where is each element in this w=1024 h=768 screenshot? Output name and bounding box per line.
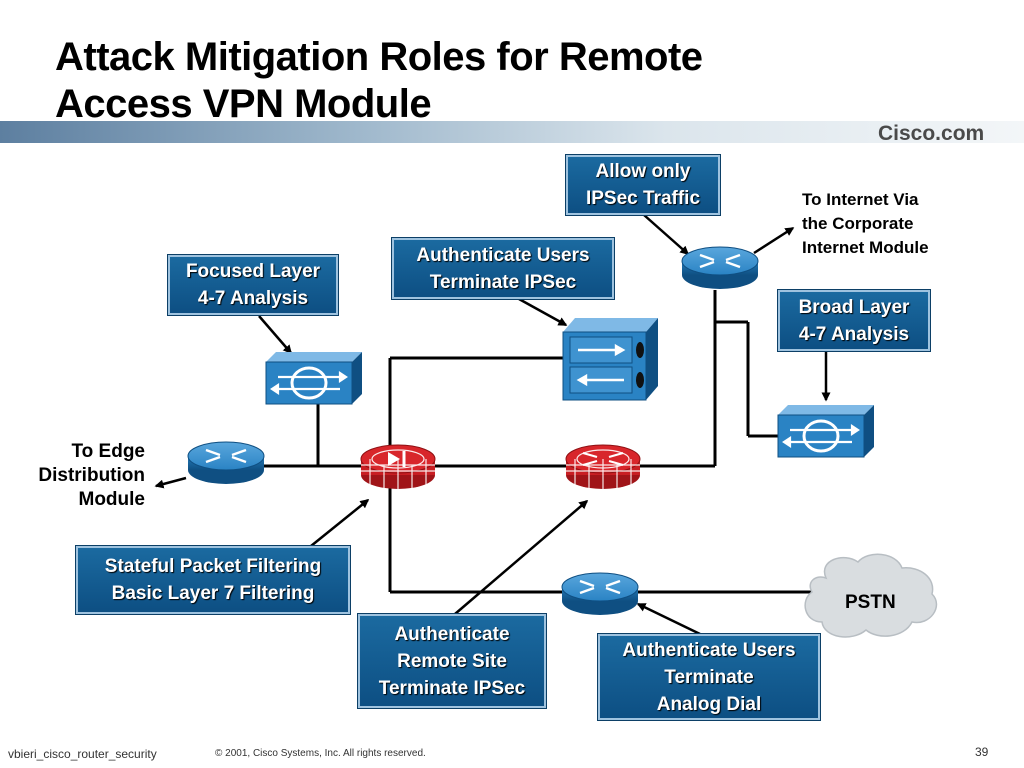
edge-router-icon: [186, 440, 266, 486]
focused-ids-line-2: 4-7 Analysis: [197, 288, 309, 309]
focused-ids-line-1: Focused Layer: [185, 261, 321, 282]
title-line-1: Attack Mitigation Roles for Remote: [55, 35, 703, 79]
broad-ids-line-2: 4-7 Analysis: [798, 323, 910, 345]
pstn-label: PSTN: [845, 592, 896, 613]
stateful-line-2: Basic Layer 7 Filtering: [111, 583, 315, 604]
auth-dial-line-1: Authenticate Users: [622, 639, 796, 661]
auth-remote-line-3: Terminate IPSec: [378, 677, 526, 699]
auth-vpn-label: Authenticate Users Terminate IPSec: [391, 237, 615, 300]
to-edge-line-3: Module: [78, 489, 146, 510]
cisco-logo: Cisco.com: [878, 122, 985, 145]
footer-copyright: © 2001, Cisco Systems, Inc. All rights r…: [215, 748, 426, 759]
stateful-filtering-label: Stateful Packet Filtering Basic Layer 7 …: [75, 545, 351, 615]
page-number: 39: [975, 745, 989, 759]
to-internet-line-3: Internet Module: [802, 238, 929, 257]
auth-vpn-line-1: Authenticate Users: [416, 244, 590, 266]
page-title: Attack Mitigation Roles for Remote Acces…: [55, 34, 703, 128]
to-edge-line-1: To Edge: [71, 441, 145, 462]
broad-ids-sensor-icon: [776, 403, 876, 459]
auth-remote-line-1: Authenticate: [394, 623, 510, 645]
auth-dial-label: Authenticate Users Terminate Analog Dial: [597, 633, 821, 721]
stateful-line-1: Stateful Packet Filtering: [104, 556, 322, 577]
footer-left: vbieri_cisco_router_security: [8, 747, 157, 761]
internet-router-icon: [680, 245, 760, 291]
dial-router-icon: [560, 571, 640, 617]
firewall-router-icon: [565, 444, 641, 490]
broad-ids-label: Broad Layer 4-7 Analysis: [777, 289, 931, 352]
auth-vpn-line-2: Terminate IPSec: [429, 271, 577, 293]
broad-ids-line-1: Broad Layer: [798, 296, 910, 318]
allow-ipsec-label: Allow only IPSec Traffic: [565, 154, 721, 216]
to-internet-line-1: To Internet Via: [802, 190, 919, 209]
title-band: [0, 121, 1024, 143]
to-edge-line-2: Distribution: [38, 465, 145, 486]
annotation-arrows: [154, 214, 831, 636]
pstn-cloud-icon: [804, 553, 938, 638]
auth-remote-site-label: Authenticate Remote Site Terminate IPSec: [357, 613, 547, 709]
to-internet-text: To Internet Via the Corporate Internet M…: [802, 188, 929, 260]
auth-dial-line-3: Analog Dial: [656, 693, 762, 715]
auth-dial-line-2: Terminate: [664, 666, 754, 688]
to-internet-line-2: the Corporate: [802, 214, 914, 233]
title-line-2: Access VPN Module: [55, 82, 432, 126]
allow-ipsec-line-2: IPSec Traffic: [585, 188, 701, 209]
focused-ids-sensor-icon: [264, 350, 364, 406]
auth-remote-line-2: Remote Site: [397, 650, 507, 672]
firewall-icon: [360, 444, 436, 490]
vpn-concentrator-icon: [562, 318, 658, 401]
allow-ipsec-line-1: Allow only: [595, 161, 691, 182]
to-edge-text: To Edge Distribution Module: [10, 440, 145, 512]
focused-ids-label: Focused Layer 4-7 Analysis: [167, 254, 339, 316]
